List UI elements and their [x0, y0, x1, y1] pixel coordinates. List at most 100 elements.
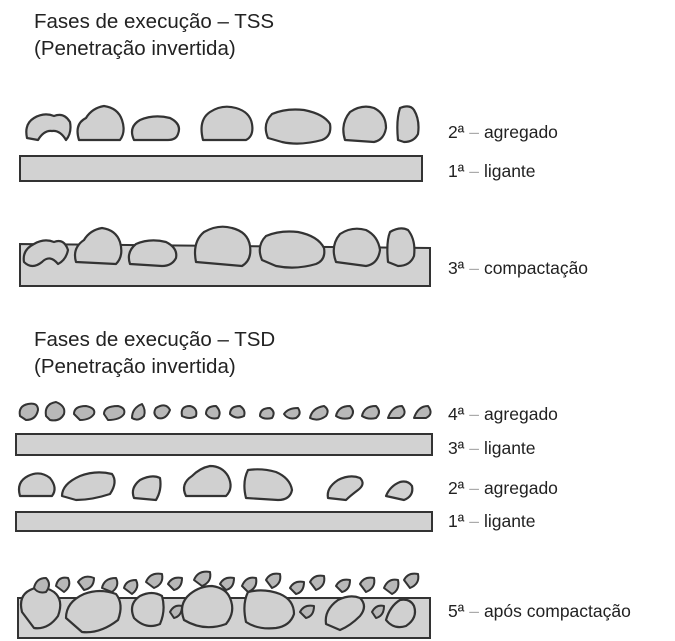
aggregate-stone — [127, 239, 178, 268]
aggregate-stone — [200, 105, 254, 142]
aggregate-stone — [19, 586, 62, 630]
tsd-step-1-binder-label: 1ª–ligante — [448, 511, 536, 531]
aggregate-stone — [264, 108, 332, 145]
step-text: agregado — [483, 404, 558, 424]
tsd-step-3-binder-label: 3ª–ligante — [448, 438, 536, 458]
small-aggregate-chip — [309, 574, 326, 591]
small-aggregate-chip — [265, 572, 282, 589]
small-aggregate-chip — [145, 572, 164, 589]
small-aggregate-chip — [44, 401, 66, 422]
step-text: após compactação — [483, 601, 631, 621]
small-aggregate-chip — [229, 405, 246, 419]
aggregate-stone — [258, 230, 326, 269]
aggregate-stone — [384, 480, 414, 502]
step-text: compactação — [483, 258, 589, 278]
aggregate-stone — [243, 468, 294, 502]
aggregate-stone — [182, 464, 232, 498]
step-text: ligante — [483, 511, 536, 531]
small-aggregate-chip — [299, 604, 315, 619]
aggregate-stone — [60, 471, 116, 502]
tss-compacted-layer — [19, 225, 431, 287]
tsd-title-line2: (Penetração invertida) — [34, 355, 236, 378]
tss-title-line1: Fases de execução – TSS — [34, 10, 275, 33]
small-aggregate-chip — [101, 577, 119, 593]
aggregate-stone — [22, 239, 70, 268]
small-aggregate-chip — [241, 576, 258, 593]
aggregate-stone — [64, 589, 122, 634]
aggregate-stone — [384, 598, 417, 629]
step-ordinal: 4ª — [448, 404, 465, 424]
step-ordinal: 3ª — [448, 258, 465, 278]
tss-binder-layer — [19, 155, 423, 182]
aggregate-stone — [386, 227, 416, 268]
aggregate-stone — [76, 104, 125, 142]
tsd-small-aggregate-layer — [18, 401, 432, 422]
small-aggregate-chip — [361, 405, 380, 420]
small-aggregate-chip — [359, 576, 376, 593]
step-text: ligante — [483, 438, 536, 458]
aggregate-stone — [130, 115, 181, 142]
tss-step-3-compaction-label: 3ª–compactação — [448, 258, 589, 278]
aggregate-stone — [25, 113, 72, 142]
aggregate-stone — [396, 105, 420, 144]
tsd-step-5-after-compaction-label: 5ª–após compactação — [448, 601, 631, 621]
tsd-binder-layer-bottom — [15, 511, 433, 532]
tss-title-line2: (Penetração invertida) — [34, 37, 236, 60]
tss-title: Fases de execução – TSS (Penetração inve… — [34, 8, 274, 62]
step-text: ligante — [483, 161, 536, 181]
small-aggregate-chip — [73, 405, 96, 421]
small-aggregate-chip — [403, 572, 420, 589]
step-ordinal: 2ª — [448, 122, 465, 142]
aggregate-stone — [342, 105, 388, 144]
aggregate-stone — [243, 589, 296, 630]
small-aggregate-chip — [103, 405, 126, 421]
tsd-binder-layer-top — [15, 433, 433, 456]
small-aggregate-chip — [259, 407, 275, 420]
small-aggregate-chip — [413, 405, 432, 419]
small-aggregate-chip — [18, 402, 39, 421]
small-aggregate-chip — [33, 577, 50, 594]
step-ordinal: 5ª — [448, 601, 465, 621]
small-aggregate-chip — [193, 570, 212, 587]
tsd-title-line1: Fases de execução – TSD — [34, 328, 276, 351]
tsd-step-2-aggregate-label: 2ª–agregado — [448, 478, 558, 498]
small-aggregate-chip — [153, 404, 171, 420]
step-ordinal: 1ª — [448, 511, 465, 531]
small-aggregate-chip — [169, 604, 183, 619]
step-ordinal: 3ª — [448, 438, 465, 458]
step-ordinal: 1ª — [448, 161, 465, 181]
aggregate-stone — [326, 475, 364, 502]
small-aggregate-chip — [123, 579, 139, 595]
step-ordinal: 2ª — [448, 478, 465, 498]
tsd-step-4-aggregate-label: 4ª–agregado — [448, 404, 558, 424]
small-aggregate-chip — [180, 405, 198, 419]
small-aggregate-chip — [283, 407, 301, 420]
small-aggregate-chip — [219, 576, 235, 591]
aggregate-stone — [130, 591, 165, 628]
tss-step-2-aggregate-label: 2ª–agregado — [448, 122, 558, 142]
small-aggregate-chip — [371, 604, 385, 619]
small-aggregate-chip — [131, 403, 146, 421]
small-aggregate-chip — [205, 405, 221, 420]
small-aggregate-chip — [335, 405, 354, 420]
tss-aggregate-layer — [25, 104, 420, 145]
tsd-title: Fases de execução – TSD (Penetração inve… — [34, 326, 275, 380]
step-text: agregado — [483, 478, 558, 498]
aggregate-stone — [180, 584, 234, 629]
small-aggregate-chip — [387, 405, 406, 419]
tsd-compacted-layer — [17, 570, 431, 639]
small-aggregate-chip — [383, 578, 400, 595]
small-aggregate-chip — [309, 405, 329, 421]
aggregate-stone — [332, 227, 382, 268]
small-aggregate-chip — [167, 576, 183, 591]
small-aggregate-chip — [335, 578, 351, 593]
aggregate-stone — [193, 225, 252, 268]
small-aggregate-chip — [55, 576, 71, 593]
aggregate-stone — [324, 595, 366, 632]
tss-step-1-binder-label: 1ª–ligante — [448, 161, 536, 181]
step-text: agregado — [483, 122, 558, 142]
small-aggregate-chip — [289, 580, 305, 595]
aggregate-stone — [131, 475, 162, 502]
aggregate-stone — [17, 472, 56, 498]
